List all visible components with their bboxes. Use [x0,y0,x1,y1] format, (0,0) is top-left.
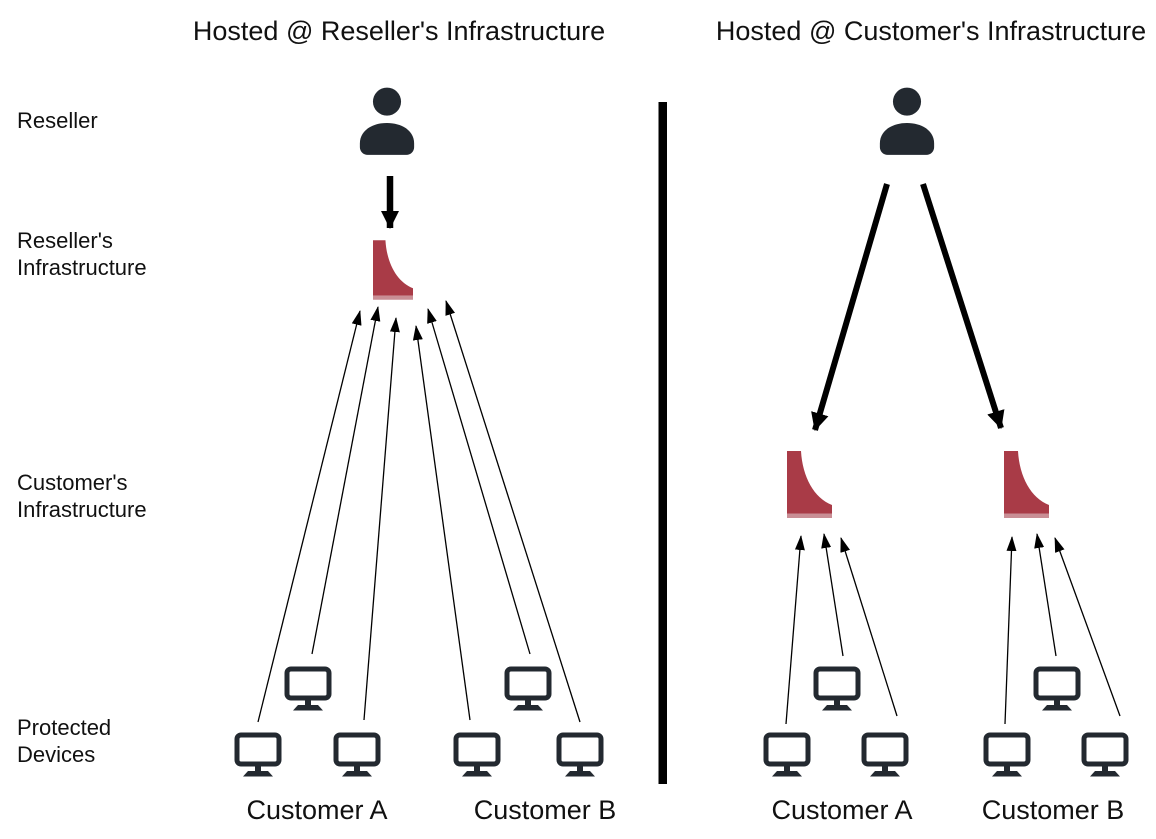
person-icon-reseller-left [359,87,415,155]
arrow-device-left-5 [427,308,531,655]
arrow-device-right-b-1 [1004,536,1017,725]
monitor-icon-right-a-2 [864,735,906,777]
red-curve-appliance-icon-customer-a [787,451,832,518]
monitor-icon-left-b-2 [559,735,601,777]
arrow-reseller-to-customer-a [811,183,890,431]
monitor-icon-right-b-2 [1084,735,1126,777]
arrow-device-left-1 [257,310,362,723]
right-customer-a-label: Customer A [771,795,913,825]
arrow-device-left-3 [363,317,400,721]
monitor-icon-right-b-top [1036,669,1078,711]
red-curve-appliance-icon-customer-b [1004,451,1049,518]
left-customer-b-label: Customer B [473,795,617,825]
title-left: Hosted @ Reseller's Infrastructure [192,16,606,46]
arrow-device-right-b-3 [1054,537,1121,717]
monitor-icon-left-a-2 [336,735,378,777]
row-label-protected-devices: Protected Devices [17,715,112,767]
arrow-device-right-b-2 [1034,533,1057,657]
row-label-resellers-infrastructure: Reseller's Infrastructure [17,228,147,280]
monitor-icon-right-a-top [816,669,858,711]
arrow-reseller-to-customer-b [920,183,1005,429]
left-customer-a-label: Customer A [246,795,388,825]
monitor-icon-right-b-1 [986,735,1028,777]
monitor-icon-left-b-top [507,669,549,711]
arrow-device-right-a-3 [840,537,898,717]
device-arrows-left [257,300,581,723]
monitor-icon-right-a-1 [766,735,808,777]
arrow-device-left-6 [445,300,581,723]
arrow-device-left-4 [412,325,471,721]
arrow-device-right-a-2 [821,533,844,657]
panel-divider [658,102,667,784]
right-customer-b-label: Customer B [981,795,1125,825]
monitor-icon-left-a-1 [237,735,279,777]
monitor-icon-left-b-1 [456,735,498,777]
arrow-device-right-a-1 [785,535,805,725]
device-arrows-right [785,533,1121,725]
arrow-device-left-2 [311,306,381,655]
title-right: Hosted @ Customer's Infrastructure [715,16,1147,46]
monitor-icon-left-a-top [287,669,329,711]
red-curve-appliance-icon-reseller [373,240,413,300]
row-label-reseller: Reseller [17,108,98,133]
person-icon-reseller-right [879,87,935,155]
row-label-customers-infrastructure: Customer's Infrastructure [17,470,147,522]
